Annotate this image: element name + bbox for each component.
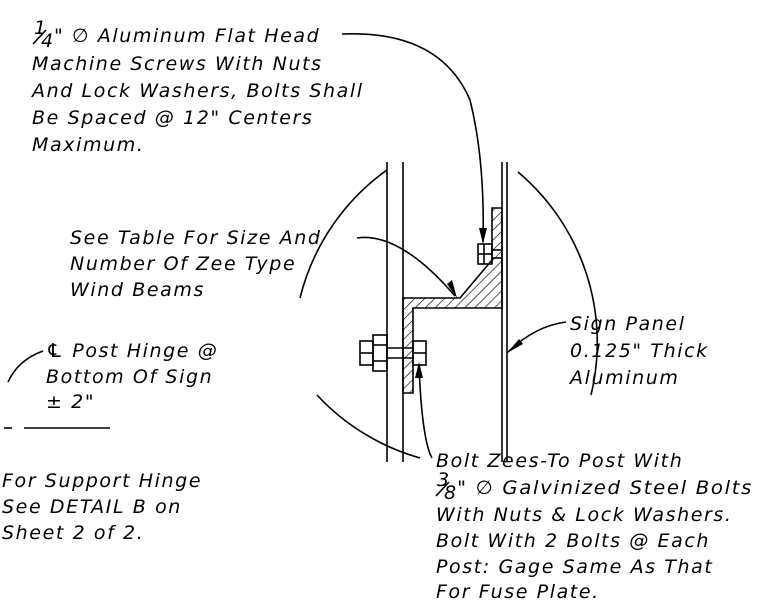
post-hinge-line-2: Bottom Of Sign — [46, 366, 213, 388]
post-hinge-line-3: ± 2" — [46, 391, 95, 413]
screws-leader-arrow — [479, 228, 487, 244]
screws-line-5: Maximum. — [32, 134, 144, 156]
post-hinge-line-1: ℄ Post Hinge @ — [46, 340, 218, 362]
screws-line-3: And Lock Washers, Bolts Shall — [30, 80, 364, 102]
bolt-zees-leader-arrow — [415, 362, 423, 378]
screws-fraction-denominator: 4 — [41, 30, 55, 52]
wind-beams-leader — [356, 236, 456, 297]
wind-beams-leader-arrow — [447, 280, 457, 298]
bolt-zees-leader — [418, 365, 433, 459]
bolt-zees-note: Bolt Zees-To Post With 3 8 " ∅ Galvinize… — [435, 450, 753, 600]
bolt-zees-line-4: Bolt With 2 Bolts @ Each — [436, 530, 710, 552]
panel-screw — [477, 243, 502, 265]
bolt-zees-line-1: Bolt Zees-To Post With — [436, 450, 683, 472]
detail-circle-upper-arc — [299, 169, 388, 299]
detail-circle-lower-arc — [316, 394, 421, 459]
sign-panel-line-3: Aluminum — [568, 367, 680, 389]
post-hinge-note: ℄ Post Hinge @ Bottom Of Sign ± 2" — [46, 340, 218, 413]
support-hinge-line-1: For Support Hinge — [2, 470, 202, 492]
support-hinge-line-3: Sheet 2 of 2. — [2, 522, 144, 544]
wind-beams-line-3: Wind Beams — [70, 279, 205, 301]
bolt-zees-line-2: " ∅ Galvinized Steel Bolts — [457, 477, 753, 499]
bolt-zees-line-5: Post: Gage Same As That — [436, 556, 713, 578]
bolt-zees-line-3: With Nuts & Lock Washers. — [436, 504, 733, 526]
wind-beams-line-2: Number Of Zee Type — [70, 253, 296, 275]
detail-circle-upper-right-arc — [517, 171, 599, 396]
support-hinge-line-2: See DETAIL B on — [2, 496, 182, 518]
support-hinge-note: For Support Hinge See DETAIL B on Sheet … — [2, 470, 202, 544]
wind-beams-line-1: See Table For Size And — [70, 227, 322, 249]
screws-line-1: " ∅ Aluminum Flat Head — [54, 25, 320, 47]
sign-panel-line-1: Sign Panel — [570, 313, 686, 335]
screws-note: 1 4 " ∅ Aluminum Flat Head Machine Screw… — [30, 17, 364, 156]
sign-panel-leader-arrow — [507, 339, 523, 353]
screws-line-2: Machine Screws With Nuts — [32, 53, 323, 75]
bolt-zees-fraction-denominator: 8 — [444, 482, 458, 504]
wind-beams-note: See Table For Size And Number Of Zee Typ… — [70, 227, 322, 301]
sign-panel-note: Sign Panel 0.125" Thick Aluminum — [568, 313, 709, 389]
bolt-zees-line-6: For Fuse Plate. — [436, 581, 600, 600]
sign-panel-line-2: 0.125" Thick — [570, 340, 709, 362]
post-hinge-leader — [7, 350, 44, 383]
screws-line-4: Be Spaced @ 12" Centers — [32, 107, 313, 129]
screws-leader — [341, 33, 485, 243]
post-bolt — [359, 334, 427, 372]
